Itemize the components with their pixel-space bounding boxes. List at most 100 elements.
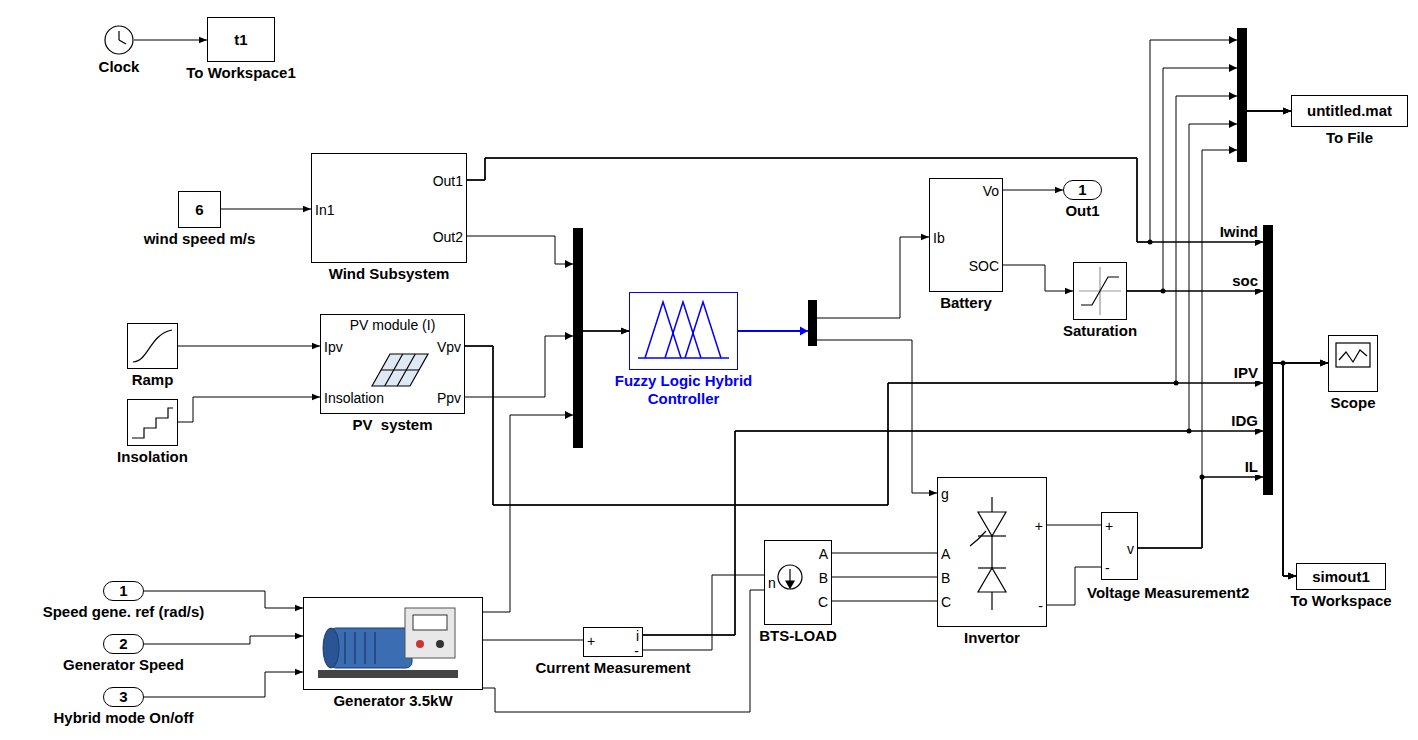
voltage-measurement-block: +v-Voltage Measurement2: [1101, 512, 1138, 580]
port-label: +: [587, 633, 595, 649]
block-label: To Workspace: [1290, 592, 1391, 610]
text-holder: Invertor: [964, 629, 1020, 647]
text-holder: Voltage Measurement2: [1087, 584, 1249, 602]
signal-line: [1127, 291, 1296, 576]
signal-name: Iwind: [1219, 224, 1259, 240]
block-label: Ramp: [132, 371, 174, 389]
arrowhead: [1229, 120, 1237, 128]
text-holder: To File: [1326, 129, 1373, 147]
port-label: i: [636, 628, 639, 644]
text-holder: B: [819, 570, 828, 586]
block-title: PV module (I): [350, 317, 436, 333]
port-label: Insolation: [324, 390, 384, 406]
text-holder: Ib: [933, 230, 945, 246]
text-holder: Wind Subsystem: [329, 265, 450, 283]
signal-line: [465, 346, 1328, 505]
block-label: Out1: [1065, 202, 1099, 220]
port-label: -: [1105, 560, 1110, 576]
generator-body: [330, 628, 412, 668]
signal-line: [221, 209, 311, 210]
arrowhead: [565, 332, 573, 340]
text-holder: Generator Speed: [63, 656, 184, 674]
port-label: Ppv: [437, 390, 461, 406]
generator-knob: [416, 640, 424, 648]
text-holder: Out2: [433, 229, 463, 245]
saturation-curve: [1081, 277, 1119, 305]
port-label: A: [941, 546, 950, 562]
block-value: 6: [195, 201, 203, 219]
generator-meter: [413, 615, 447, 630]
membership-triangle: [665, 302, 701, 358]
arrowhead: [565, 411, 573, 419]
mux-input-arrows: [565, 36, 1263, 481]
scope-trace: [1339, 350, 1367, 362]
membership-triangle: [685, 302, 721, 358]
block-label: To File: [1326, 129, 1373, 147]
block-label: Voltage Measurement2: [1087, 584, 1249, 602]
text-holder: C: [818, 594, 828, 610]
port-label: B: [941, 570, 950, 586]
generator-knob: [436, 640, 444, 648]
text-holder: Fuzzy Logic Hybrid Controller: [604, 372, 764, 408]
text-holder: Ipv: [324, 339, 343, 355]
port-label: -: [1038, 598, 1043, 614]
signal-line: [643, 363, 1296, 635]
diode-symbol: [978, 568, 1006, 592]
text-holder: Speed gene. ref (rad/s): [43, 603, 205, 621]
signal-name: IL: [1244, 459, 1259, 475]
junction-dot: [1200, 475, 1205, 480]
text-holder: simout1: [1312, 568, 1370, 586]
power-wire: [643, 575, 764, 650]
block-label: To Workspace1: [186, 64, 295, 82]
text-holder: n: [768, 575, 776, 591]
signal-line: [467, 40, 1291, 242]
inverter-block: gABC+-Invertor: [937, 477, 1047, 627]
scope-screen: [1336, 343, 1370, 367]
pv-panel-grid: [381, 369, 419, 370]
port-label: In1: [315, 202, 334, 218]
load-block: nABCBTS-LOAD: [764, 540, 832, 625]
membership-triangle: [645, 302, 681, 358]
text-holder: +: [587, 633, 595, 649]
signal-line: [134, 40, 207, 41]
text-holder: BTS-LOAD: [759, 627, 837, 645]
signal-line: [144, 672, 303, 697]
fuzzy-icon: [638, 302, 729, 358]
port-label: +: [1105, 518, 1113, 534]
block-label: Speed gene. ref (rad/s): [43, 603, 205, 621]
signal-line: [467, 236, 629, 331]
signal-line: [144, 636, 303, 644]
block-value: 3: [119, 688, 127, 706]
inport-block: 2Generator Speed: [103, 634, 144, 654]
text-holder: To Workspace1: [186, 64, 295, 82]
signal-line: [1138, 111, 1291, 548]
junction-dots: [1148, 240, 1286, 480]
junction-dot: [1148, 240, 1153, 245]
text-holder: Current Measurement: [535, 659, 690, 677]
junction-dot: [1161, 289, 1166, 294]
mux-bar: [573, 228, 583, 448]
power-wire: [1047, 525, 1101, 526]
pv-block: PV module (I)IpvVpvInsolationPpvPV syste…: [320, 314, 465, 414]
block-label: Battery: [940, 294, 992, 312]
text-holder: g: [941, 486, 949, 502]
fuzzy-controller-block: Fuzzy Logic Hybrid Controller: [629, 292, 738, 370]
block-value: t1: [234, 31, 247, 49]
block-label: Clock: [99, 58, 140, 76]
thyristor-symbol: [978, 535, 1006, 536]
arrowhead: [565, 260, 573, 268]
text-holder: In1: [315, 202, 334, 218]
generator-fins: [345, 632, 375, 664]
arrowhead: [1229, 92, 1237, 100]
text-holder: SOC: [969, 258, 999, 274]
membership-axis: [638, 357, 729, 359]
clock-face: [105, 26, 133, 54]
generator-base: [318, 670, 458, 678]
text-holder: untitled.mat: [1307, 102, 1392, 120]
inverter-symbol: [991, 497, 992, 610]
block-label: Fuzzy Logic Hybrid Controller: [604, 372, 764, 408]
power-wire: [832, 577, 937, 578]
inport-block: 1Speed gene. ref (rad/s): [103, 581, 144, 601]
